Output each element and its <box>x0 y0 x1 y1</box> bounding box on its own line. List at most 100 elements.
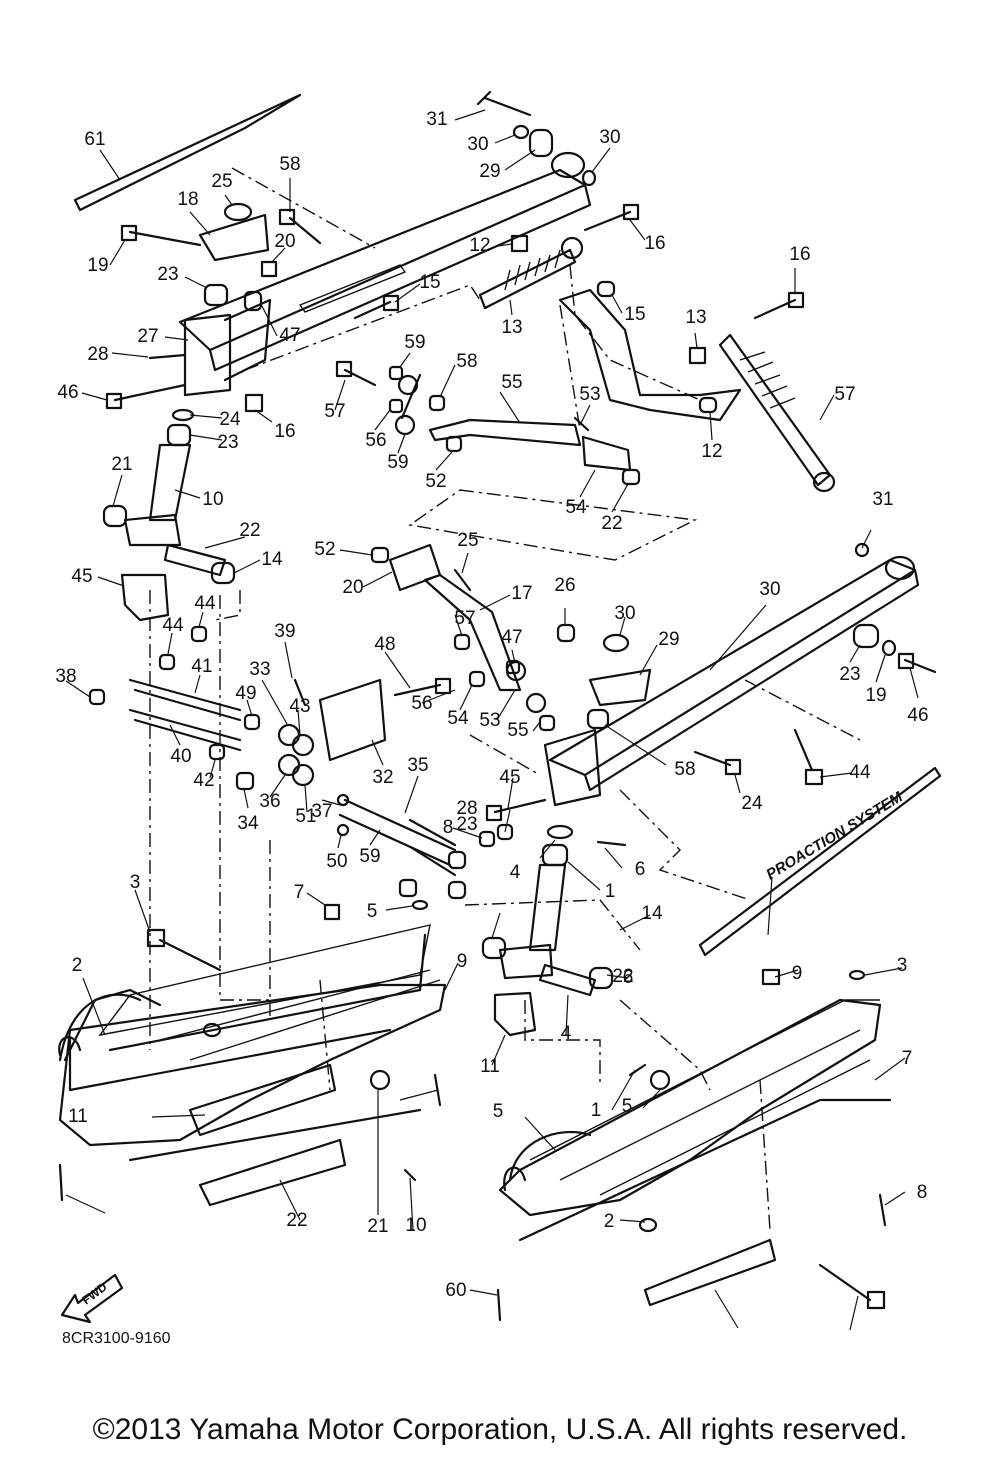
part-callout-11: 11 <box>68 1106 88 1127</box>
part-callout-30: 30 <box>599 127 620 148</box>
part-callout-30: 30 <box>467 134 488 155</box>
part-callout-24: 24 <box>219 409 241 430</box>
part-callout-15: 15 <box>624 304 645 325</box>
copyright-text: ©2013 Yamaha Motor Corporation, U.S.A. A… <box>92 1413 908 1446</box>
part-callout-3: 3 <box>897 955 908 976</box>
part-callout-9: 9 <box>792 963 803 984</box>
part-callout-29: 29 <box>479 161 500 182</box>
part-callout-22: 22 <box>239 520 260 541</box>
part-callout-18: 18 <box>177 189 198 210</box>
part-callout-24: 24 <box>741 793 763 814</box>
part-callout-29: 29 <box>658 629 679 650</box>
part-callout-5: 5 <box>493 1101 504 1122</box>
part-callout-4: 4 <box>510 862 521 883</box>
part-callout-56: 56 <box>411 693 432 714</box>
part-callout-19: 19 <box>865 685 886 706</box>
part-callout-46: 46 <box>907 705 928 726</box>
decal-61 <box>73 93 302 212</box>
part-callout-59: 59 <box>359 846 380 867</box>
part-callout-16: 16 <box>789 244 810 265</box>
part-callout-45: 45 <box>71 566 92 587</box>
part-callout-44: 44 <box>849 762 871 783</box>
part-callout-6: 6 <box>623 967 634 988</box>
decal-text: PROACTION SYSTEM <box>763 788 906 883</box>
part-callout-2: 2 <box>72 955 83 976</box>
part-callout-8: 8 <box>443 817 454 838</box>
part-callout-59: 59 <box>387 452 408 473</box>
fwd-arrow-icon <box>60 1273 124 1324</box>
part-callout-25: 25 <box>211 171 232 192</box>
part-callout-16: 16 <box>274 421 295 442</box>
part-callout-57: 57 <box>324 401 345 422</box>
part-callout-14: 14 <box>261 549 283 570</box>
part-callout-51: 51 <box>295 806 316 827</box>
part-callout-4: 4 <box>561 1023 572 1044</box>
part-callout-6: 6 <box>635 859 646 880</box>
part-callout-52: 52 <box>314 539 335 560</box>
part-callout-10: 10 <box>405 1215 426 1236</box>
part-callout-15: 15 <box>419 272 440 293</box>
part-callout-54: 54 <box>447 708 469 729</box>
part-callout-22: 22 <box>286 1210 307 1231</box>
part-callout-34: 34 <box>237 813 259 834</box>
part-callout-11: 11 <box>480 1056 500 1077</box>
part-callout-45: 45 <box>499 767 520 788</box>
part-callout-54: 54 <box>565 497 587 518</box>
part-callout-48: 48 <box>374 634 395 655</box>
part-callout-26: 26 <box>554 575 575 596</box>
diagram-code: 8CR3100-9160 <box>62 1330 171 1347</box>
part-callout-23: 23 <box>217 432 238 453</box>
part-callout-59: 59 <box>404 332 425 353</box>
part-callout-21: 21 <box>367 1216 388 1237</box>
part-callout-38: 38 <box>55 666 76 687</box>
part-callout-58: 58 <box>279 154 300 175</box>
part-callout-7: 7 <box>294 882 305 903</box>
part-callout-41: 41 <box>191 656 212 677</box>
part-callout-3: 3 <box>130 872 141 893</box>
fwd-label: FWD <box>79 1280 110 1308</box>
part-callout-23: 23 <box>157 264 178 285</box>
part-callout-57: 57 <box>454 608 475 629</box>
part-callout-14: 14 <box>641 903 663 924</box>
part-callout-32: 32 <box>372 767 393 788</box>
part-callout-36: 36 <box>259 791 280 812</box>
part-callout-56: 56 <box>365 430 386 451</box>
part-callout-17: 17 <box>511 583 532 604</box>
part-callout-37: 37 <box>311 801 332 822</box>
part-callout-55: 55 <box>501 372 522 393</box>
part-callout-49: 49 <box>235 683 256 704</box>
part-callout-22: 22 <box>601 513 622 534</box>
part-callout-13: 13 <box>685 307 706 328</box>
part-callout-44: 44 <box>194 593 216 614</box>
ski-left <box>58 983 447 1147</box>
part-callout-27: 27 <box>137 326 158 347</box>
part-callout-16: 16 <box>644 233 665 254</box>
part-callout-9: 9 <box>457 951 468 972</box>
part-callout-13: 13 <box>501 317 522 338</box>
part-callout-53: 53 <box>479 710 500 731</box>
part-callout-31: 31 <box>872 489 893 510</box>
part-callout-12: 12 <box>469 235 490 256</box>
part-callout-60: 60 <box>445 1280 466 1301</box>
part-callout-21: 21 <box>111 454 132 475</box>
part-callout-5: 5 <box>367 901 378 922</box>
part-callout-1: 1 <box>605 881 616 902</box>
part-callout-40: 40 <box>170 746 191 767</box>
part-callout-30: 30 <box>759 579 780 600</box>
upper-arm-outline <box>178 168 592 372</box>
part-callout-58: 58 <box>674 759 695 780</box>
part-callout-22: 22 <box>612 966 633 987</box>
part-callout-23: 23 <box>839 664 860 685</box>
part-callout-58: 58 <box>456 351 477 372</box>
part-callout-20: 20 <box>274 231 295 252</box>
part-callout-46: 46 <box>57 382 78 403</box>
part-callout-19: 19 <box>87 255 108 276</box>
part-callout-28: 28 <box>456 798 477 819</box>
part-callout-33: 33 <box>249 659 270 680</box>
part-callout-42: 42 <box>193 770 214 791</box>
part-callout-30: 30 <box>614 603 635 624</box>
part-callout-57: 57 <box>834 384 855 405</box>
part-callout-7: 7 <box>902 1048 913 1069</box>
